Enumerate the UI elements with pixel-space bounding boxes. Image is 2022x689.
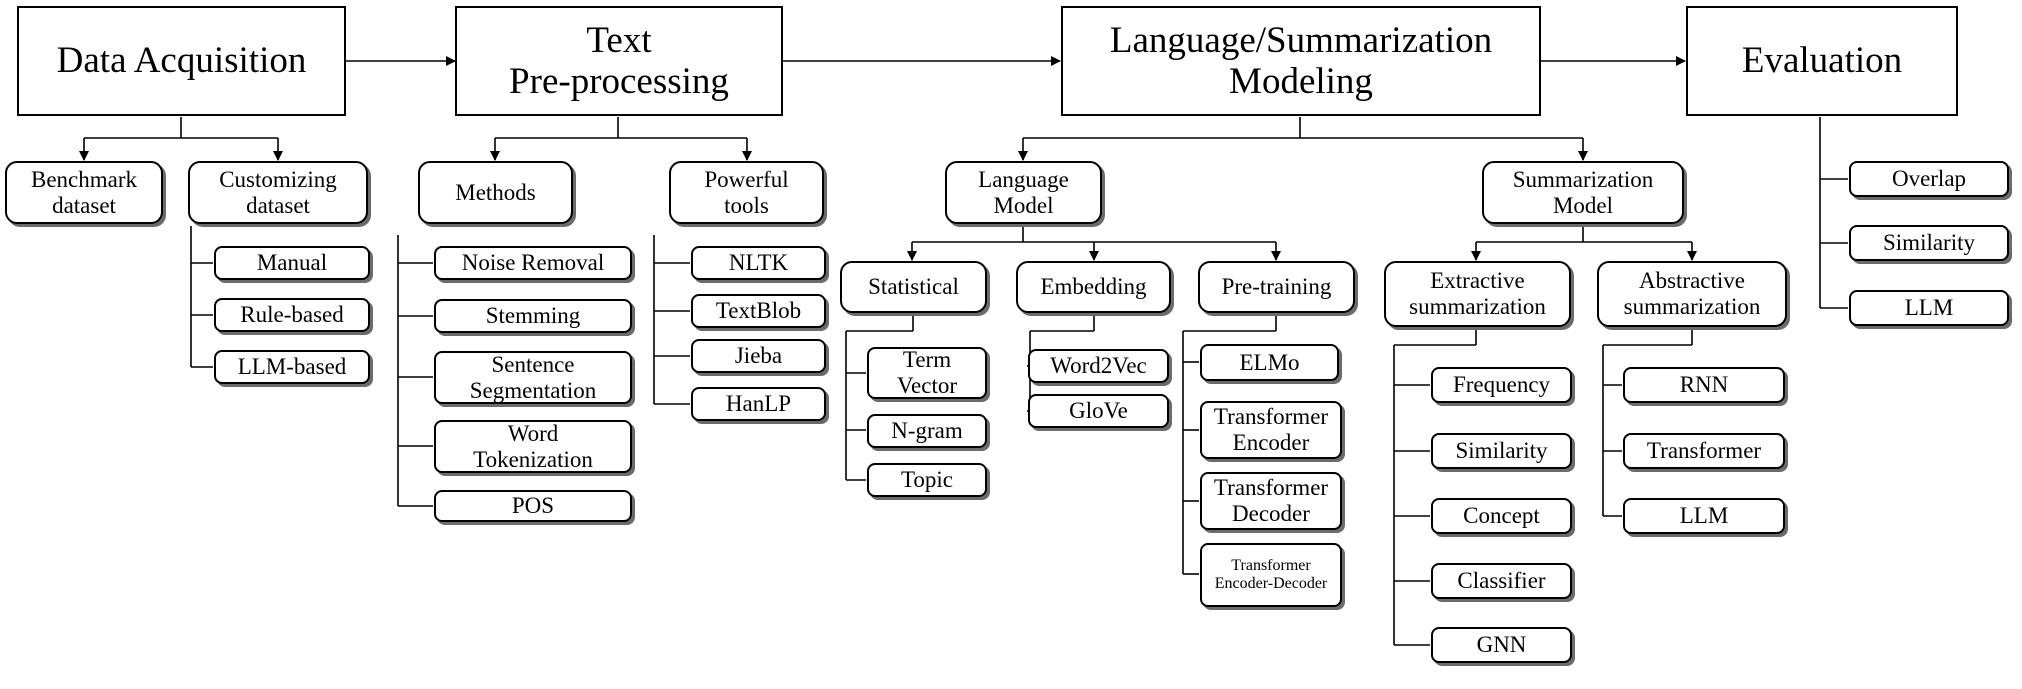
leaf-frequency: Frequency [1431,367,1572,403]
leaf-overlap: Overlap [1849,161,2009,197]
stage-label: Evaluation [1741,40,1903,82]
leaf-glove: GloVe [1028,394,1169,428]
leaf-manual: Manual [214,246,370,280]
node-powerful-tools: Powerful tools [669,161,824,224]
node-methods: Methods [418,161,573,224]
stage-text-preprocessing: Text Pre-processing [455,6,783,116]
stage-data-acquisition: Data Acquisition [17,6,346,116]
leaf-llm: LLM [1623,498,1785,534]
leaf-gnn: GNN [1431,627,1572,663]
node-statistical: Statistical [840,261,987,313]
node-pre-training: Pre-training [1198,261,1355,313]
leaf-term-vector: Term Vector [867,347,987,399]
leaf-transformer-encoder-decoder: Transformer Encoder-Decoder [1200,543,1342,607]
leaf-textblob: TextBlob [691,294,826,328]
leaf-word2vec: Word2Vec [1028,349,1169,383]
leaf-transformer: Transformer [1623,433,1785,469]
node-benchmark-dataset: Benchmark dataset [5,161,163,224]
stage-label: Data Acquisition [56,40,307,82]
node-abstractive-summarization: Abstractive summarization [1597,261,1787,327]
leaf-elmo: ELMo [1200,344,1339,381]
node-language-model: Language Model [945,161,1102,224]
leaf-eval-llm: LLM [1849,290,2009,326]
leaf-word-tokenization: Word Tokenization [434,420,632,473]
leaf-n-gram: N-gram [867,414,987,448]
leaf-transformer-encoder: Transformer Encoder [1200,401,1342,459]
stage-label: Language/Summarization Modeling [1109,19,1493,102]
leaf-jieba: Jieba [691,339,826,373]
node-summarization-model: Summarization Model [1482,161,1684,224]
stage-modeling: Language/Summarization Modeling [1061,6,1541,116]
leaf-transformer-decoder: Transformer Decoder [1200,472,1342,530]
leaf-classifier: Classifier [1431,563,1572,599]
stage-label: Text Pre-processing [509,19,729,102]
leaf-hanlp: HanLP [691,387,826,421]
leaf-similarity: Similarity [1431,433,1572,469]
leaf-stemming: Stemming [434,299,632,333]
leaf-concept: Concept [1431,498,1572,534]
leaf-topic: Topic [867,463,987,497]
leaf-pos: POS [434,490,632,522]
node-extractive-summarization: Extractive summarization [1384,261,1571,327]
stage-evaluation: Evaluation [1686,6,1958,116]
leaf-noise-removal: Noise Removal [434,246,632,280]
leaf-rule-based: Rule-based [214,298,370,332]
leaf-llm-based: LLM-based [214,350,370,384]
leaf-rnn: RNN [1623,367,1785,403]
node-customizing-dataset: Customizing dataset [188,161,368,224]
leaf-eval-similarity: Similarity [1849,225,2009,261]
leaf-sentence-segmentation: Sentence Segmentation [434,351,632,404]
leaf-nltk: NLTK [691,246,826,280]
node-embedding: Embedding [1016,261,1171,313]
